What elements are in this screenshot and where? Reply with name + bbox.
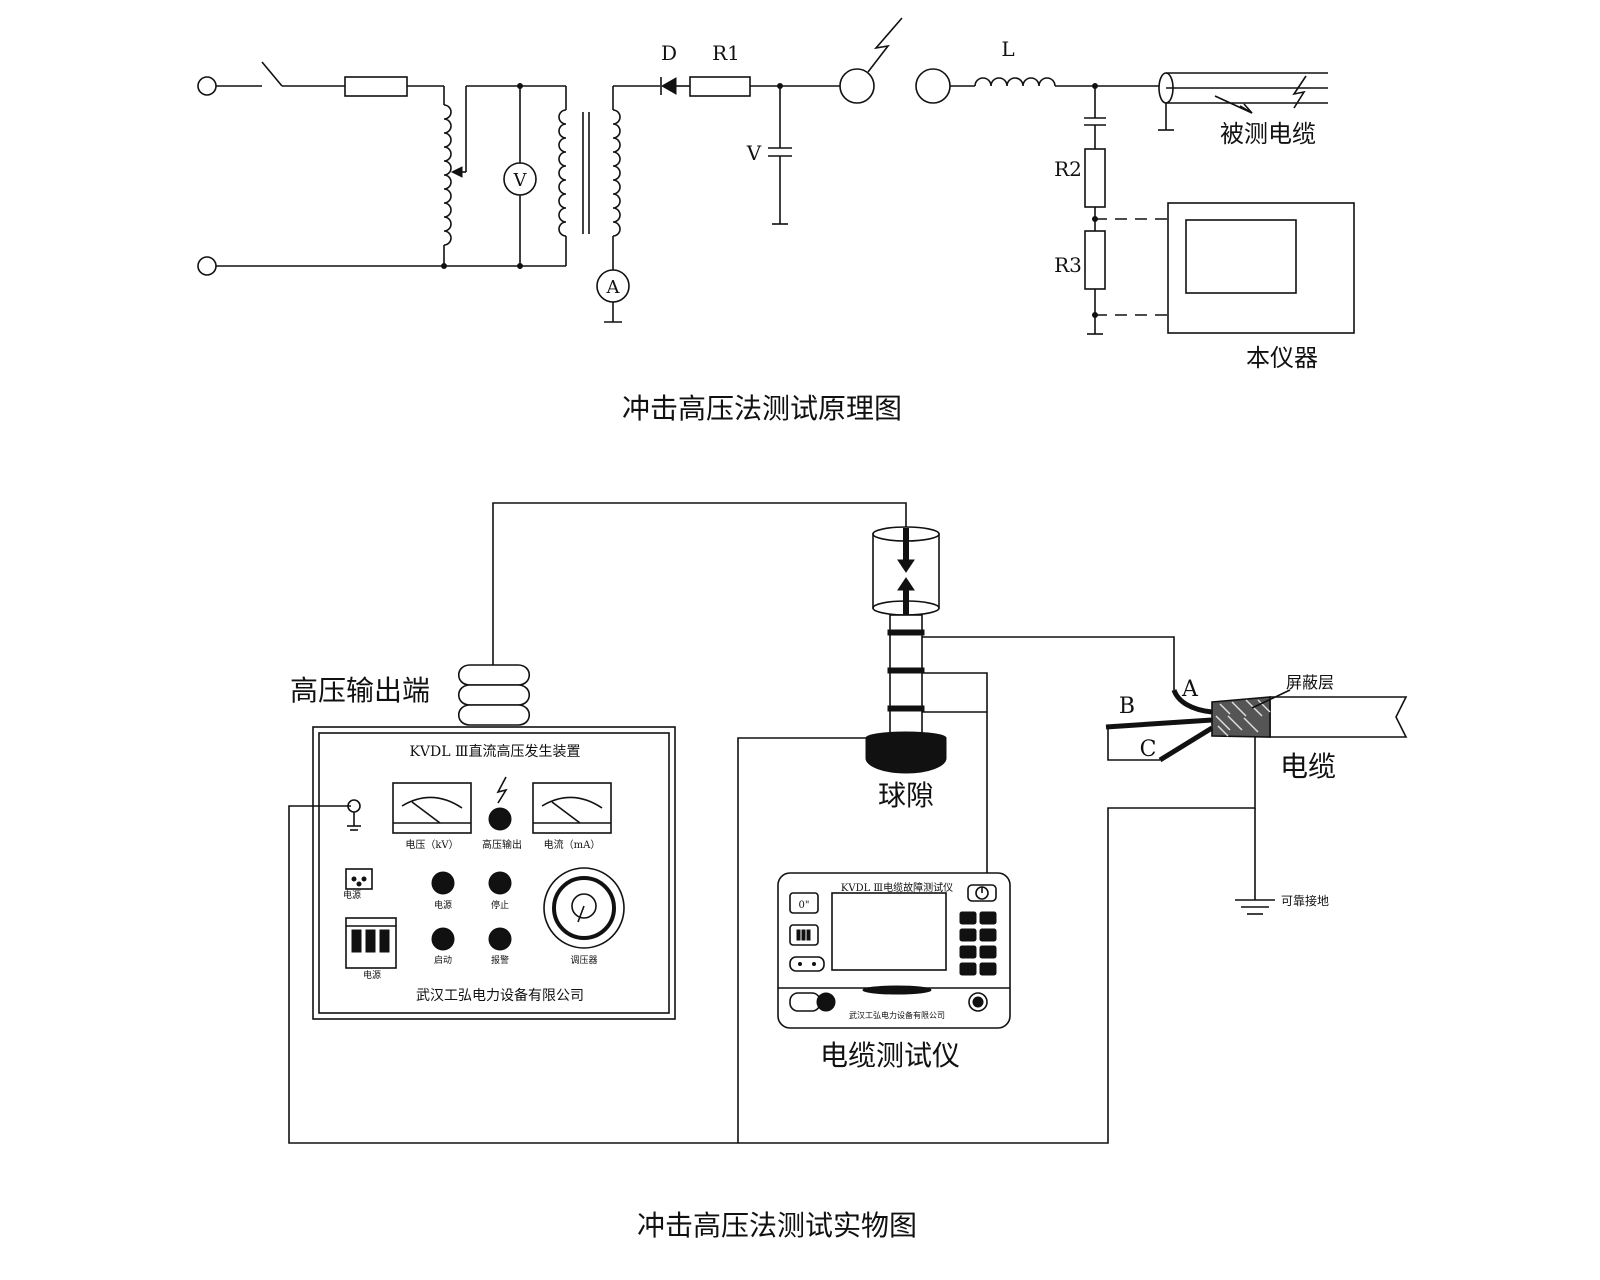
start-button[interactable] — [431, 927, 455, 951]
core-b-label: B — [1119, 694, 1135, 719]
generator-company: 武汉工弘电力设备有限公司 — [416, 987, 584, 1004]
diode-label: D — [661, 41, 677, 65]
r1-label: R1 — [712, 41, 740, 65]
instrument-screen — [1185, 219, 1297, 294]
current-meter-label: 电流（mA） — [544, 838, 601, 851]
schematic-diagram: V A D R1 V — [197, 17, 1355, 425]
stop-button-label: 停止 — [491, 899, 509, 911]
inductor-l — [974, 77, 1056, 87]
tester-title: KVDL Ⅲ电缆故障测试仪 — [841, 881, 953, 894]
hv-generator: KVDL Ⅲ直流高压发生装置 电压（kV） 高压输出 电流（mA） — [312, 726, 676, 1020]
inductor-label: L — [1001, 37, 1014, 61]
hv-warning-icon — [496, 776, 508, 804]
generator-title: KVDL Ⅲ直流高压发生装置 — [409, 743, 580, 760]
resistor-r3 — [1084, 230, 1106, 290]
capacitor-label: V — [746, 141, 762, 165]
resistor-r2 — [1084, 148, 1106, 208]
diode-symbol — [660, 77, 677, 95]
ammeter-label: A — [606, 277, 621, 298]
tester-label: 电缆测试仪 — [820, 1039, 960, 1072]
hv-output-button-label: 高压输出 — [482, 838, 522, 851]
shield-label: 屏蔽层 — [1286, 673, 1334, 692]
ground-label: 可靠接地 — [1281, 893, 1329, 908]
schematic-caption: 冲击高压法测试原理图 — [622, 392, 902, 425]
power-button-label: 电源 — [434, 899, 452, 911]
voltmeter-label: V — [513, 170, 528, 191]
hv-output-bushing — [457, 664, 531, 726]
regulator-label: 调压器 — [570, 955, 597, 966]
alarm-button-label: 报警 — [491, 954, 509, 966]
ball-gap-assembly — [865, 526, 947, 774]
spark-symbol — [867, 17, 903, 73]
input-terminal-top — [197, 76, 217, 96]
r3-label: R3 — [1054, 253, 1082, 277]
stop-button[interactable] — [488, 871, 512, 895]
cable-sheath — [1269, 696, 1408, 738]
power-socket[interactable] — [345, 868, 373, 890]
cable-assembly — [1105, 688, 1408, 763]
input-terminal-bottom — [197, 256, 217, 276]
power-button[interactable] — [431, 871, 455, 895]
cable-label: 电缆 — [1280, 750, 1336, 783]
hv-output-button[interactable] — [488, 807, 512, 831]
fuse — [344, 76, 408, 97]
instrument-label: 本仪器 — [1246, 344, 1318, 372]
switch — [261, 61, 283, 87]
regulator-coil — [443, 104, 452, 246]
current-meter — [532, 782, 612, 834]
cable-tester: KVDL Ⅲ电缆故障测试仪 0" — [777, 872, 1011, 1029]
alarm-button[interactable] — [488, 927, 512, 951]
ball-gap-right — [915, 68, 951, 104]
transformer-primary — [558, 109, 567, 237]
physical-caption: 冲击高压法测试实物图 — [637, 1209, 917, 1242]
ball-gap-left — [839, 68, 875, 104]
svg-text:0": 0" — [799, 900, 810, 911]
core-a-label: A — [1181, 677, 1199, 702]
core-c-label: C — [1140, 737, 1157, 762]
tester-keypad[interactable] — [959, 911, 997, 976]
tester-handle — [862, 985, 932, 995]
power-socket-label: 电源 — [343, 889, 361, 901]
start-button-label: 启动 — [434, 954, 452, 966]
r2-label: R2 — [1054, 157, 1082, 181]
tester-screen — [831, 892, 947, 971]
resistor-r1 — [689, 76, 751, 97]
breaker-label: 电源 — [363, 969, 381, 981]
hv-output-label: 高压输出端 — [290, 674, 430, 707]
tester-button-3[interactable] — [789, 956, 825, 972]
tester-button-1[interactable] — [789, 892, 819, 914]
tester-knob[interactable] — [816, 992, 836, 1012]
voltage-meter-label: 电压（kV） — [405, 838, 458, 851]
voltage-meter — [392, 782, 472, 834]
cable-under-test-label: 被测电缆 — [1220, 120, 1316, 148]
ball-gap-label: 球隙 — [878, 779, 934, 812]
transformer-secondary — [612, 109, 621, 237]
tester-bottom-text: 武汉工弘电力设备有限公司 — [849, 1010, 945, 1020]
physical-diagram: 高压输出端 KVDL Ⅲ直流高压发生装置 电压（kV） 高压输出 — [288, 502, 1408, 1242]
